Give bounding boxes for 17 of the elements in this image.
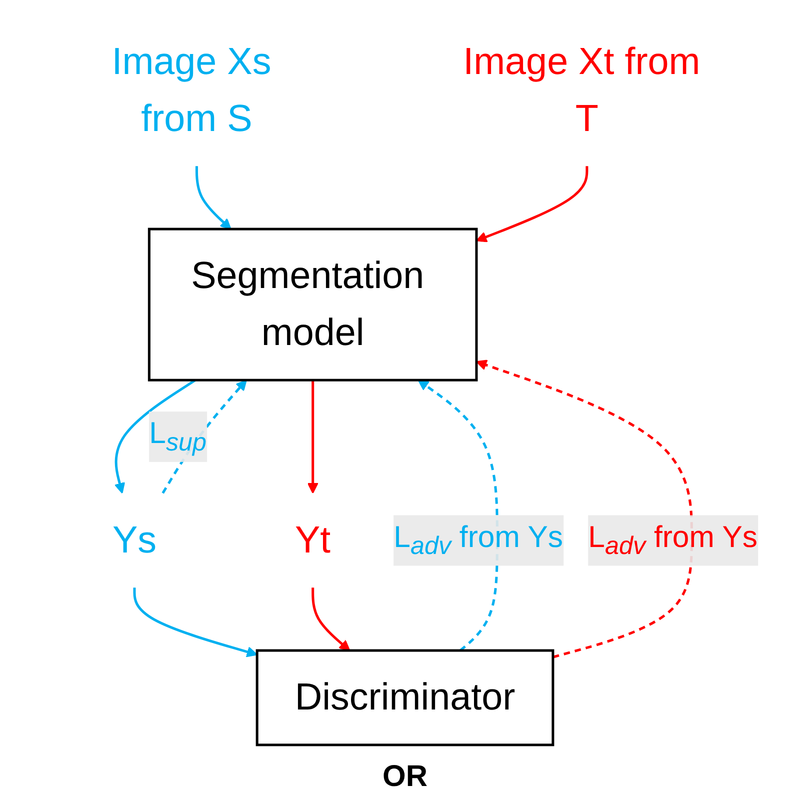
note-text: OR bbox=[382, 760, 428, 793]
arrow bbox=[476, 166, 588, 242]
node-text: Image Xs from S bbox=[112, 42, 272, 140]
node-text: Yt bbox=[295, 520, 331, 562]
node-text: Image Xt from T bbox=[463, 42, 701, 140]
arrow bbox=[114, 379, 196, 494]
arrow bbox=[312, 588, 350, 651]
arrow bbox=[476, 360, 694, 658]
node-box: Segmentation model bbox=[148, 228, 478, 382]
arrow bbox=[308, 380, 319, 494]
node-text: Ys bbox=[112, 520, 157, 562]
node-box: Discriminator bbox=[256, 649, 554, 746]
arrow bbox=[134, 588, 258, 658]
arrow bbox=[196, 166, 232, 230]
edge-label: L$_{sup}$ bbox=[149, 416, 207, 457]
edge-label: L$_{adv}$ from Ys bbox=[394, 520, 564, 560]
edge-label: L$_{adv}$ from Ys bbox=[588, 520, 758, 560]
